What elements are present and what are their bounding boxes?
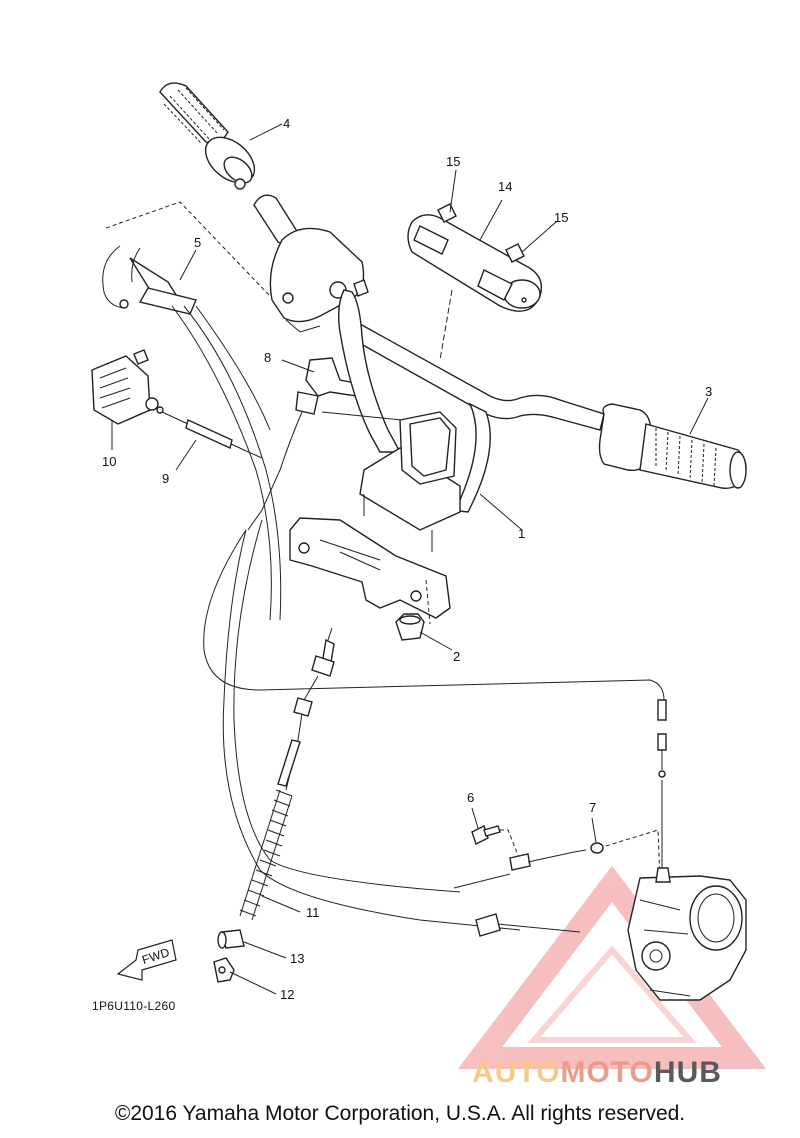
callout-13: 13 — [290, 951, 304, 966]
callout-6: 6 — [467, 790, 474, 805]
assembly-line-6-7 — [500, 829, 661, 881]
diagram-code: 1P6U110-L260 — [92, 999, 175, 1013]
callout-2: 2 — [453, 649, 460, 664]
cable-connectors — [453, 699, 667, 937]
bolt — [471, 825, 501, 845]
callout-3: 3 — [705, 384, 712, 399]
bar-holder — [289, 517, 451, 619]
pad-to-bar-line — [439, 289, 453, 361]
leader-12 — [229, 971, 277, 995]
watermark-moto: MOTO — [560, 1056, 654, 1089]
watermark-logo: AUTOMOTOHUB — [472, 1056, 722, 1090]
callout-15b: 15 — [554, 210, 568, 225]
leader-2 — [419, 631, 453, 651]
switch-part — [247, 357, 361, 531]
throttle-grip — [159, 82, 256, 190]
copyright-text: ©2016 Yamaha Motor Corporation, U.S.A. A… — [114, 1102, 686, 1125]
callout-9: 9 — [162, 471, 169, 486]
watermark-hub: HUB — [653, 1056, 722, 1089]
leader-5 — [179, 249, 197, 281]
leader-1 — [479, 493, 523, 531]
switch-box — [91, 349, 159, 425]
cable-routing — [203, 519, 665, 931]
leader-15a — [449, 169, 457, 213]
left-grip — [598, 403, 747, 489]
leader-8 — [281, 359, 315, 373]
nut — [395, 613, 425, 641]
callout-4: 4 — [283, 116, 290, 131]
leader-4 — [249, 123, 283, 141]
o-ring — [590, 842, 604, 854]
callout-15a: 15 — [446, 154, 460, 169]
throttle-cable-assembly — [102, 245, 282, 621]
fwd-arrow-icon — [116, 939, 177, 981]
callout-14: 14 — [498, 179, 512, 194]
leader-14 — [479, 199, 503, 241]
leader-9 — [175, 439, 197, 471]
callout-8: 8 — [264, 350, 271, 365]
callout-1: 1 — [518, 526, 525, 541]
callout-5: 5 — [194, 235, 201, 250]
part-12 — [213, 957, 235, 983]
callout-7: 7 — [589, 800, 596, 815]
leader-11 — [261, 895, 301, 913]
small-cable — [156, 406, 263, 459]
leader-3 — [689, 397, 709, 435]
handlebar-pad — [407, 203, 543, 312]
handlebar — [337, 289, 605, 552]
switch-to-bar-line — [321, 411, 403, 421]
leader-7 — [591, 817, 597, 843]
assembly-dashed-box — [105, 201, 271, 297]
cable-with-spring — [239, 638, 335, 921]
leader-15b — [521, 221, 557, 253]
holder-dashed — [425, 579, 431, 625]
callout-10: 10 — [102, 454, 116, 469]
part-13 — [217, 929, 245, 949]
throttle-body — [627, 867, 747, 1001]
leader-6 — [471, 807, 479, 829]
callout-12: 12 — [280, 987, 294, 1002]
callout-11: 11 — [306, 905, 320, 920]
leader-13 — [243, 941, 287, 959]
watermark-auto: AUTO — [472, 1056, 561, 1089]
